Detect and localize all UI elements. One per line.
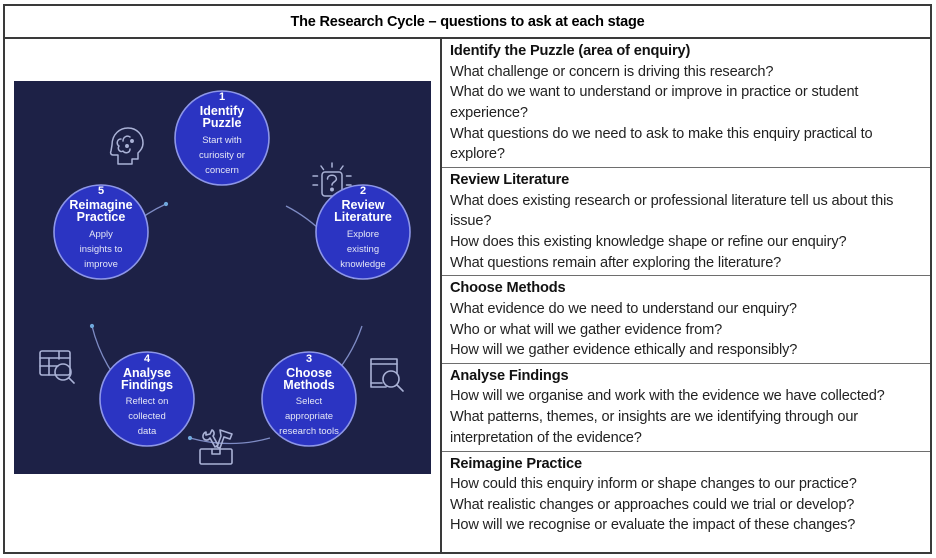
cycle-node-4-sub-line1: Reflect on	[126, 396, 169, 407]
cycle-node-2-sub-line3: knowledge	[340, 259, 385, 270]
cycle-node-4-title-line1: Analyse	[123, 366, 171, 380]
table-body-row: 1 Identify Puzzle Start with curiosity o…	[5, 39, 930, 552]
section-heading: Reimagine Practice	[450, 455, 582, 472]
cycle-node-4-sub-line3: data	[138, 426, 157, 437]
questions-cell: Identify the Puzzle (area of enquiry) Wh…	[442, 39, 930, 552]
section-line: How will we organise and work with the e…	[450, 388, 885, 405]
cycle-node-3[interactable]: 3 Choose Methods Select appropriate rese…	[261, 351, 357, 447]
cycle-node-3-title-line1: Choose	[286, 366, 332, 380]
section-heading: Analyse Findings	[450, 367, 569, 384]
cycle-node-4-sub-line2: collected	[128, 411, 166, 422]
section-line: What do we want to understand or improve…	[450, 84, 859, 121]
table-search-icon	[39, 350, 75, 384]
question-idea-icon	[312, 162, 352, 197]
table-title-row: The Research Cycle – questions to ask at…	[5, 6, 930, 39]
section-analyse-findings: Analyse Findings How will we organise an…	[442, 364, 930, 452]
section-review-literature: Review Literature What does existing res…	[442, 168, 930, 277]
section-heading: Choose Methods	[450, 280, 566, 297]
cycle-node-3-title-line2: Methods	[283, 378, 334, 392]
research-cycle-diagram: 1 Identify Puzzle Start with curiosity o…	[14, 81, 431, 474]
cycle-node-5[interactable]: 5 Reimagine Practice Apply insights to i…	[53, 184, 149, 280]
section-line: What does existing research or professio…	[450, 192, 894, 230]
cycle-node-1[interactable]: 1 Identify Puzzle Start with curiosity o…	[174, 90, 270, 186]
cycle-node-5-sub-line2: insights to	[80, 244, 123, 255]
page-title: The Research Cycle – questions to ask at…	[290, 13, 645, 30]
section-line: How could this enquiry inform or shape c…	[450, 476, 857, 493]
section-line: What questions remain after exploring th…	[450, 254, 782, 271]
section-line: What evidence do we need to understand o…	[450, 300, 797, 317]
book-search-icon	[370, 358, 404, 392]
cycle-node-4-number: 4	[144, 353, 151, 365]
cycle-node-1-number: 1	[219, 91, 225, 103]
section-line: How does this existing knowledge shape o…	[450, 233, 847, 250]
cycle-node-5-sub-line1: Apply	[89, 229, 113, 240]
cycle-node-3-number: 3	[306, 353, 312, 365]
cycle-node-3-sub-line3: research tools	[279, 426, 339, 437]
content-table: The Research Cycle – questions to ask at…	[3, 4, 932, 554]
section-line: What patterns, themes, or insights are w…	[450, 409, 859, 446]
section-line: What questions do we need to ask to make…	[450, 125, 873, 163]
cycle-node-2-title-line1: Review	[341, 198, 384, 212]
cycle-node-5-title-line2: Practice	[77, 210, 126, 224]
toolbox-icon	[199, 429, 233, 465]
cycle-node-2-sub-line1: Explore	[347, 229, 379, 240]
section-identify-the-puzzle: Identify the Puzzle (area of enquiry) Wh…	[442, 39, 930, 169]
cycle-node-3-sub-line2: appropriate	[285, 411, 333, 422]
cycle-node-2[interactable]: 2 Review Literature Explore existing kno…	[315, 184, 411, 280]
section-line: Who or what will we gather evidence from…	[450, 321, 723, 338]
cycle-node-1-sub-line1: Start with	[202, 135, 242, 146]
cycle-node-2-title-line2: Literature	[334, 210, 392, 224]
cycle-node-2-number: 2	[360, 185, 366, 197]
section-line: What challenge or concern is driving thi…	[450, 63, 774, 80]
section-heading: Identify the Puzzle (area of enquiry)	[450, 43, 691, 59]
cycle-node-2-sub-line2: existing	[347, 244, 379, 255]
cycle-node-1-title-line1: Identify	[200, 104, 244, 118]
section-reimagine-practice: Reimagine Practice How could this enquir…	[442, 452, 930, 539]
cycle-node-1-sub-line2: curiosity or	[199, 150, 245, 161]
cycle-node-5-number: 5	[98, 185, 104, 197]
section-line: What realistic changes or approaches cou…	[450, 496, 855, 513]
cycle-node-4-title-line2: Findings	[121, 378, 173, 392]
cycle-node-4[interactable]: 4 Analyse Findings Reflect on collected …	[99, 351, 195, 447]
section-heading: Review Literature	[450, 172, 570, 189]
diagram-cell: 1 Identify Puzzle Start with curiosity o…	[5, 39, 442, 552]
cycle-svg: 1 Identify Puzzle Start with curiosity o…	[39, 90, 411, 465]
cycle-node-5-sub-line3: improve	[84, 259, 118, 270]
cycle-node-3-sub-line1: Select	[296, 396, 323, 407]
section-line: How will we gather evidence ethically an…	[450, 342, 798, 359]
cycle-node-1-sub-line3: concern	[205, 165, 239, 176]
cycle-node-1-title-line2: Puzzle	[203, 116, 242, 130]
head-thinking-icon	[109, 127, 144, 165]
section-line: How will we recognise or evaluate the im…	[450, 517, 856, 534]
section-choose-methods: Choose Methods What evidence do we need …	[442, 276, 930, 364]
cycle-node-5-title-line1: Reimagine	[69, 198, 132, 212]
